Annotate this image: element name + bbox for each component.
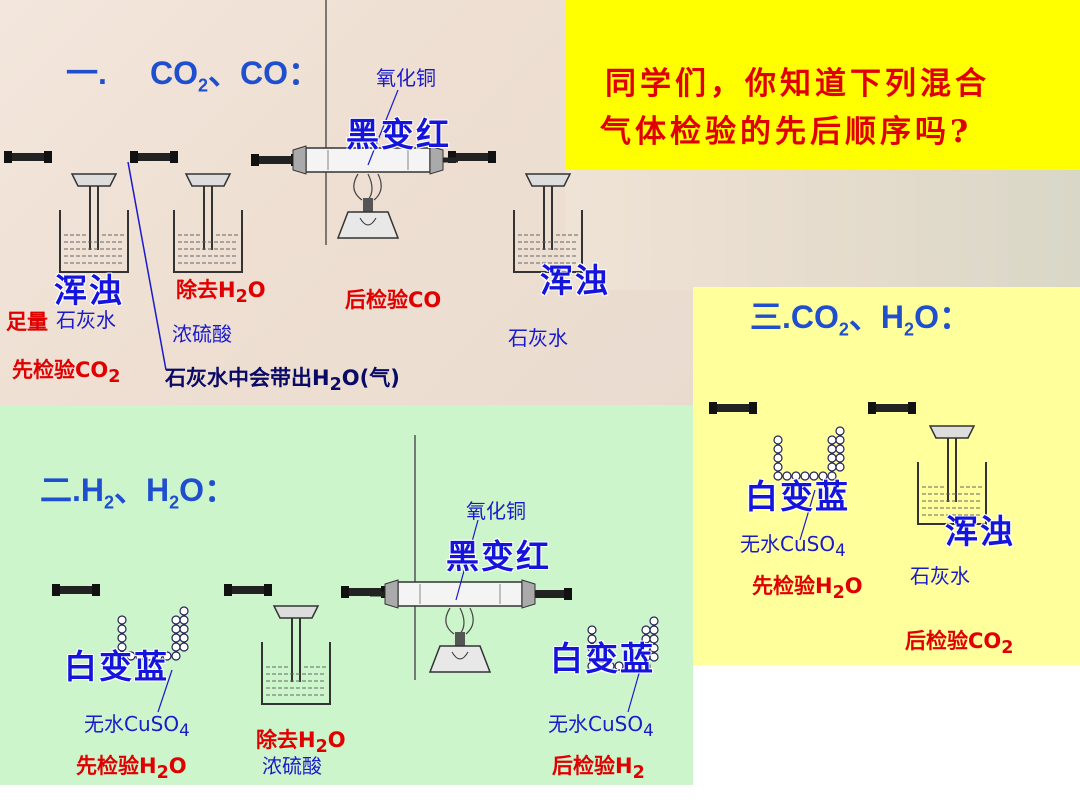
- section2-conc-sulfuric: 浓硫酸: [262, 754, 322, 778]
- section3-first-check-h2o: 先检验H2O: [752, 574, 863, 604]
- section2-black-to-red: 黑变红: [446, 537, 551, 576]
- section2-white-to-blue-1: 白变蓝: [64, 647, 169, 686]
- section1-note: 石灰水中会带出H2O(气): [165, 366, 400, 396]
- section1-turbid-2: 浑浊: [540, 261, 610, 300]
- floral-background: [565, 170, 1080, 290]
- section3-white-to-blue: 白变蓝: [745, 477, 850, 516]
- section2-first-check-h2o: 先检验H2O: [76, 754, 187, 784]
- section1-limewater-1: 石灰水: [56, 308, 116, 332]
- section2-later-check-h2: 后检验H2: [552, 754, 645, 784]
- section1-heading-formula: CO2、CO：: [150, 55, 321, 96]
- section1-first-check-co2: 先检验CO2: [12, 358, 121, 388]
- section1-heading-number: 一.: [66, 55, 107, 91]
- question-line-2: 气体检验的先后顺序吗?: [600, 114, 973, 150]
- section2-anhydrous-1: 无水CuSO4: [84, 712, 190, 740]
- section2-cuo-label: 氧化铜: [466, 499, 526, 523]
- section3-panel: [693, 287, 1080, 665]
- section1-conc-sulfuric: 浓硫酸: [172, 322, 232, 346]
- section1-turbid-1: 浑浊: [54, 271, 124, 310]
- section1-black-to-red: 黑变红: [346, 115, 451, 154]
- section1-cuo-label: 氧化铜: [376, 66, 436, 90]
- section1-remove-h2o: 除去H2O: [176, 278, 266, 308]
- section1-limewater-2: 石灰水: [508, 326, 568, 350]
- section1-enough: 足量: [6, 310, 48, 334]
- section2-anhydrous-2: 无水CuSO4: [548, 712, 654, 740]
- question-line-1: 同学们，你知道下列混合: [605, 66, 990, 102]
- section3-turbid: 浑浊: [945, 512, 1015, 551]
- section3-limewater: 石灰水: [910, 564, 970, 588]
- section1-later-check-co: 后检验CO: [345, 288, 442, 312]
- section3-later-check-co2: 后检验CO2: [905, 629, 1014, 659]
- section3-heading: 三.CO2、H2O：: [750, 299, 971, 340]
- question-box: [565, 0, 1080, 170]
- section2-white-to-blue-2: 白变蓝: [550, 639, 655, 678]
- section2-heading: 二.H2、H2O：: [40, 472, 237, 513]
- section2-remove-h2o: 除去H2O: [256, 728, 346, 758]
- section3-anhydrous: 无水CuSO4: [740, 532, 846, 560]
